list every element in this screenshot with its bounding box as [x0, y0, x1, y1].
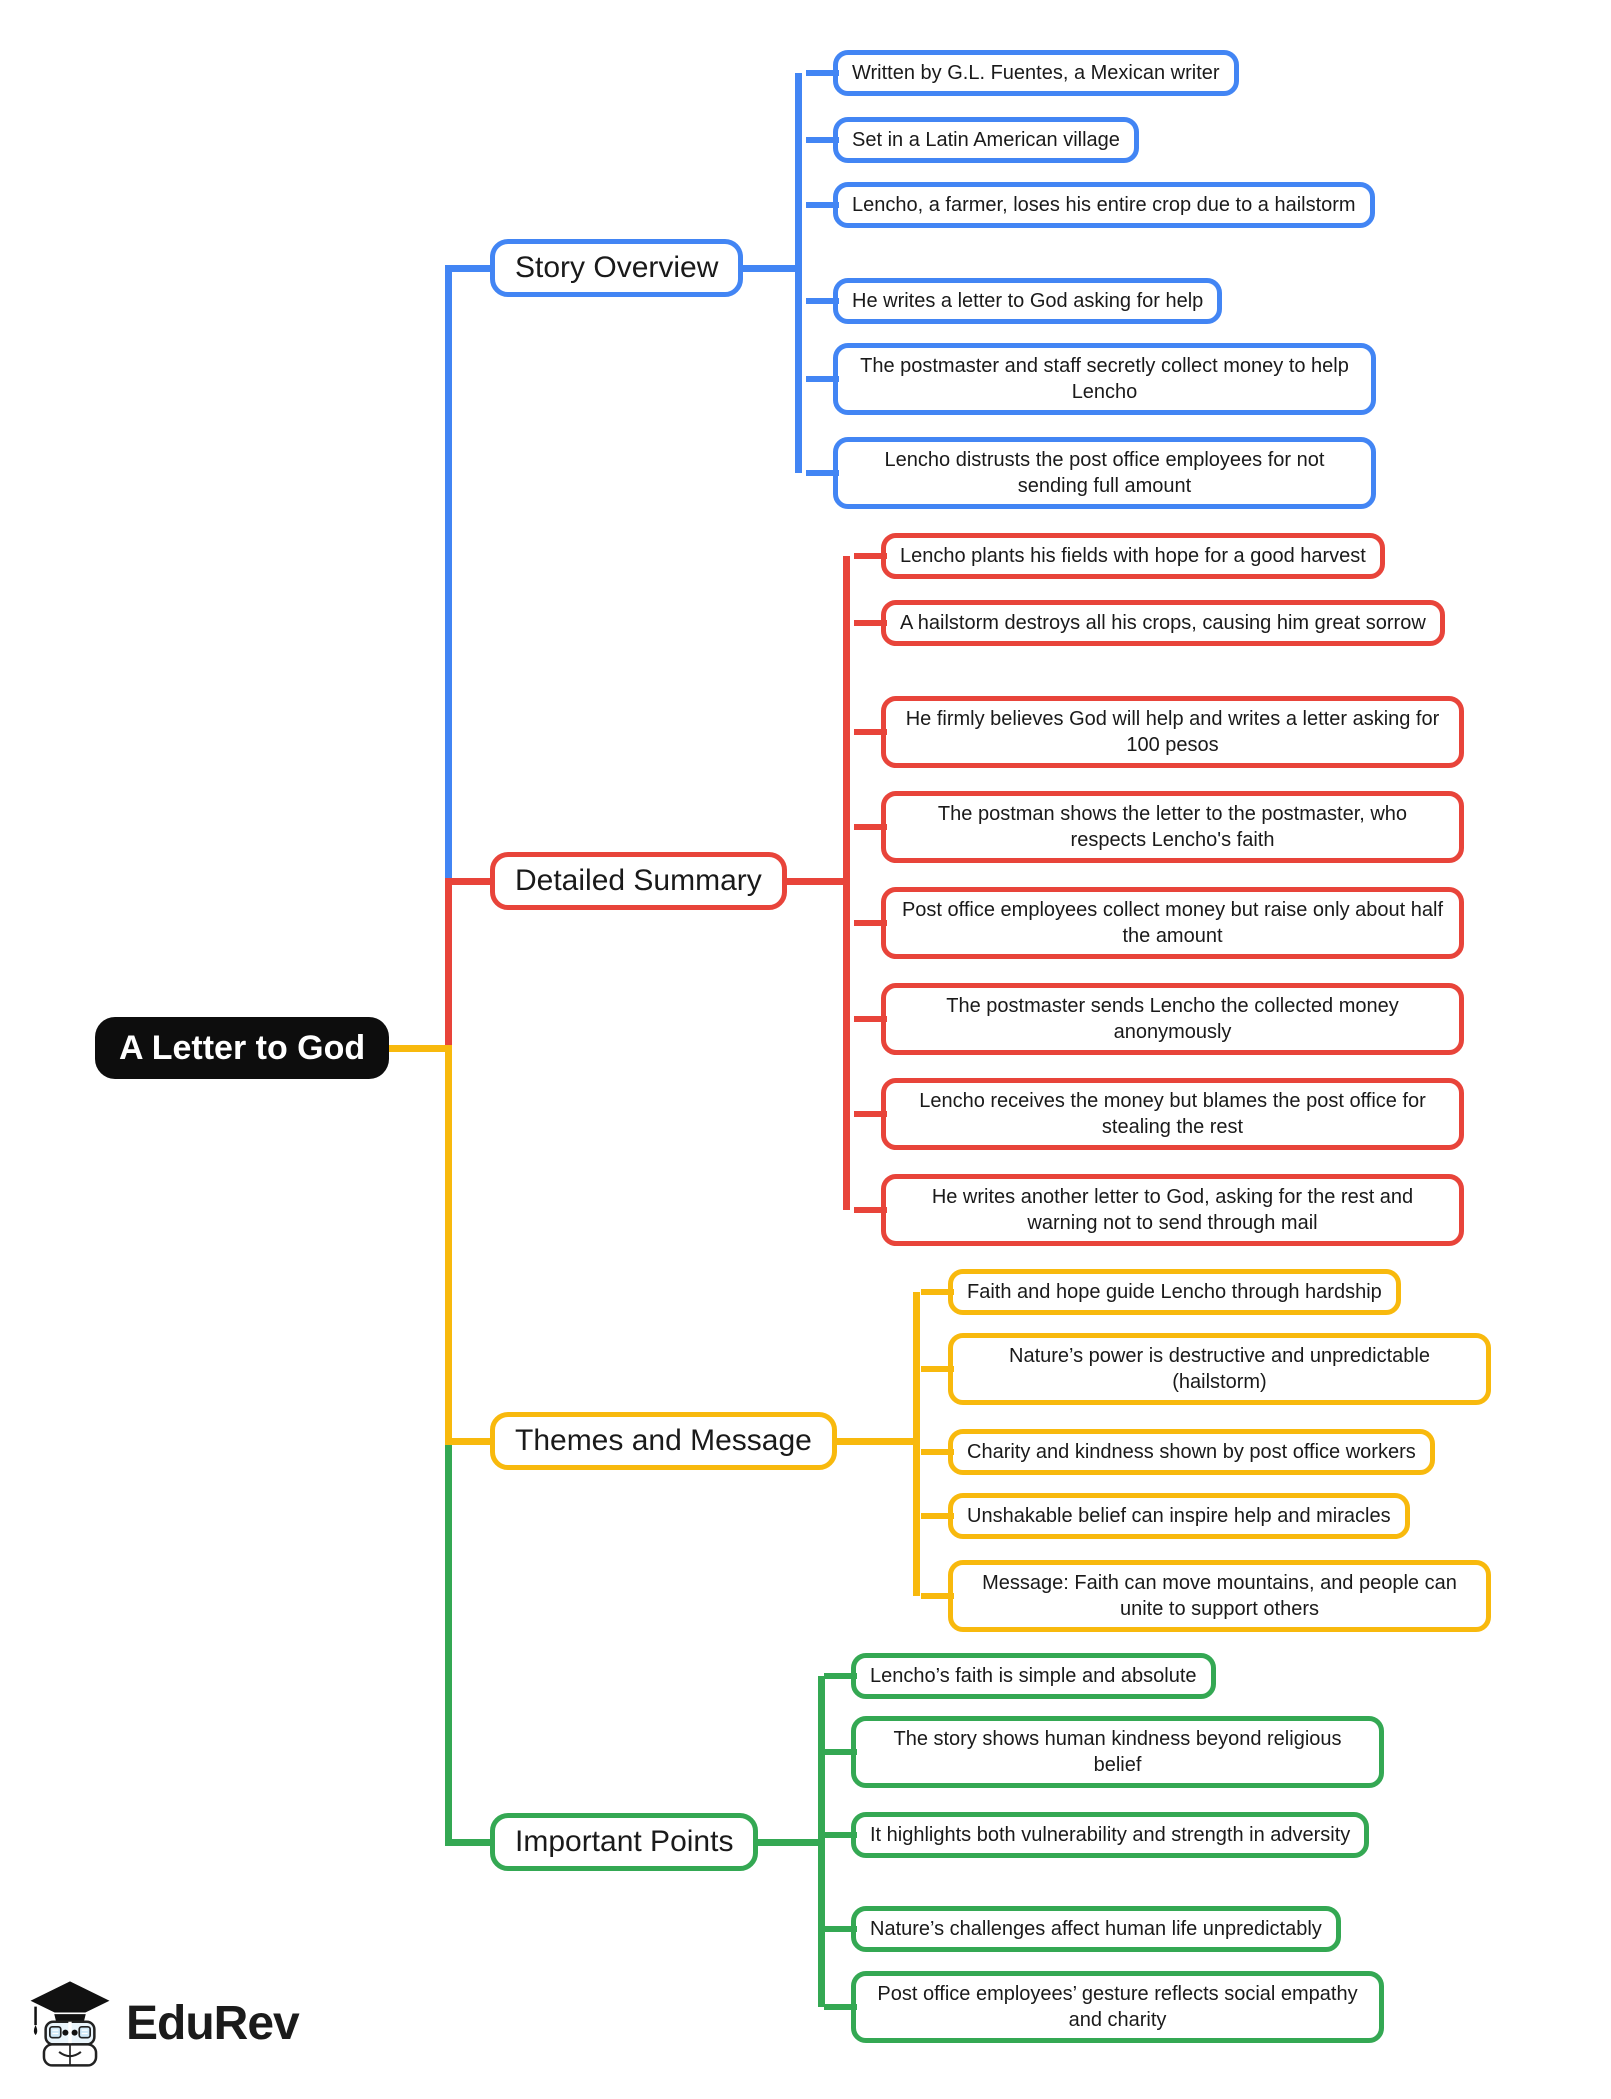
trunk-segment-red [445, 881, 452, 1045]
branch-themes-message[interactable]: Themes and Message [490, 1412, 837, 1470]
node-point-3[interactable]: It highlights both vulnerability and str… [823, 1812, 1370, 1858]
node-summary-8[interactable]: He writes another letter to God, asking … [854, 1174, 1464, 1246]
node-point-2[interactable]: The story shows human kindness beyond re… [824, 1716, 1384, 1788]
node-summary-4[interactable]: The postman shows the letter to the post… [854, 791, 1464, 863]
node-point-5[interactable]: Post office employees’ gesture reflects … [824, 1971, 1384, 2043]
node-summary-2[interactable]: A hailstorm destroys all his crops, caus… [854, 600, 1445, 646]
edurev-brand-text: EduRev [126, 1996, 300, 2050]
branch-important-points[interactable]: Important Points [490, 1813, 759, 1871]
child-trunk-yellow [913, 1292, 920, 1596]
node-summary-7[interactable]: Lencho receives the money but blames the… [854, 1078, 1464, 1150]
node-overview-5[interactable]: The postmaster and staff secretly collec… [806, 343, 1376, 415]
node-overview-3[interactable]: Lencho, a farmer, loses his entire crop … [806, 182, 1375, 228]
trunk-segment-yellow [445, 1045, 452, 1441]
trunk-segment-blue [445, 265, 452, 881]
node-summary-3[interactable]: He firmly believes God will help and wri… [854, 696, 1464, 768]
edurev-logo: EduRev [28, 1978, 300, 2068]
node-theme-4[interactable]: Unshakable belief can inspire help and m… [921, 1493, 1410, 1539]
child-trunk-green [818, 1676, 825, 2007]
node-theme-3[interactable]: Charity and kindness shown by post offic… [921, 1429, 1435, 1475]
trunk-segment-green [445, 1441, 452, 1846]
node-summary-5[interactable]: Post office employees collect money but … [854, 887, 1464, 959]
node-theme-2[interactable]: Nature’s power is destructive and unpred… [921, 1333, 1491, 1405]
node-overview-1[interactable]: Written by G.L. Fuentes, a Mexican write… [806, 50, 1239, 96]
node-theme-5[interactable]: Message: Faith can move mountains, and p… [921, 1560, 1491, 1632]
root-node[interactable]: A Letter to God [95, 1017, 390, 1079]
root-connector [330, 1045, 452, 1052]
node-summary-1[interactable]: Lencho plants his fields with hope for a… [854, 533, 1385, 579]
edurev-mascot-icon [30, 1981, 110, 2067]
node-theme-1[interactable]: Faith and hope guide Lencho through hard… [921, 1269, 1401, 1315]
node-overview-2[interactable]: Set in a Latin American village [806, 117, 1139, 163]
node-overview-4[interactable]: He writes a letter to God asking for hel… [805, 278, 1223, 324]
branch-story-overview[interactable]: Story Overview [490, 239, 744, 297]
node-summary-6[interactable]: The postmaster sends Lencho the collecte… [854, 983, 1464, 1055]
node-point-1[interactable]: Lencho’s faith is simple and absolute [824, 1653, 1216, 1699]
child-trunk-blue [795, 73, 802, 473]
node-point-4[interactable]: Nature’s challenges affect human life un… [824, 1906, 1341, 1952]
branch-detailed-summary[interactable]: Detailed Summary [490, 852, 787, 910]
child-trunk-red [843, 556, 850, 1210]
node-overview-6[interactable]: Lencho distrusts the post office employe… [806, 437, 1376, 509]
